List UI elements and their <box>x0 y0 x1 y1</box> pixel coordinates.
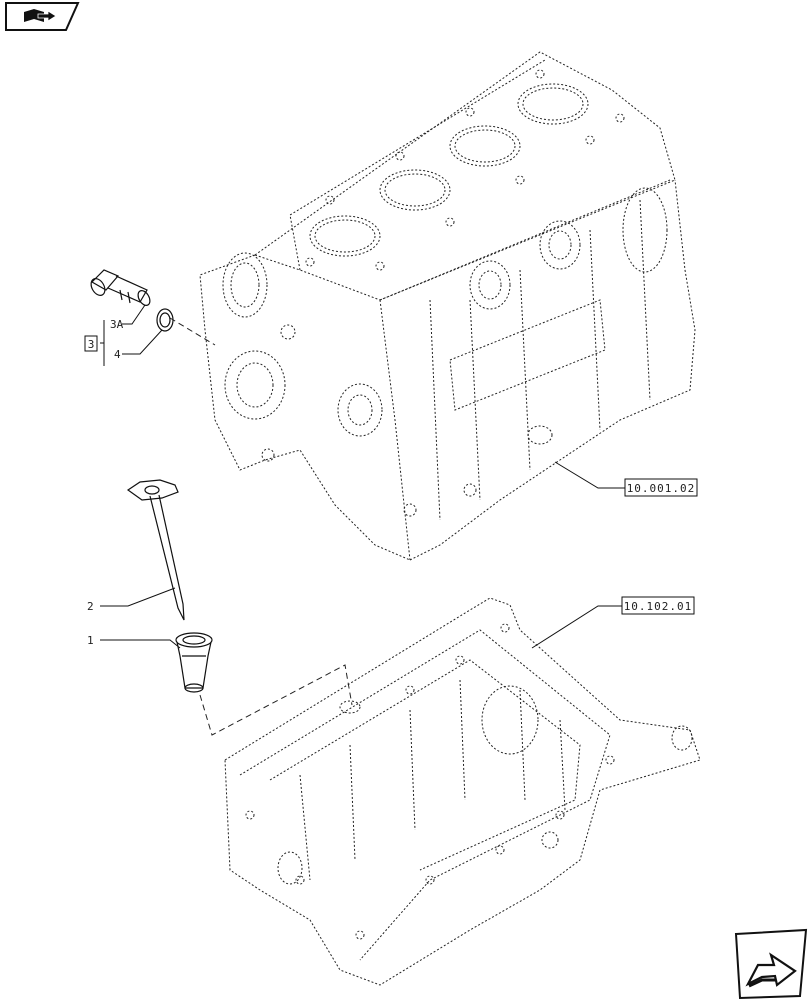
sealing-washer-part <box>156 308 174 332</box>
assembly-line-tube <box>199 664 353 736</box>
ref-oil-pan-box[interactable]: 10.102.01 <box>621 596 695 615</box>
ref-engine-block-box[interactable]: 10.001.02 <box>624 478 698 497</box>
callout-3a-label: 3A <box>110 318 124 331</box>
ref-engine-block-label: 10.001.02 <box>627 482 696 495</box>
ref-oil-pan-label: 10.102.01 <box>624 600 693 613</box>
dipstick-tube-part <box>175 632 213 693</box>
leader-item-1 <box>100 639 181 649</box>
banjo-bolt-part <box>90 269 151 306</box>
callout-3-box: 3 <box>84 335 98 352</box>
book-arrow-icon <box>24 9 57 22</box>
callout-3-label: 3 <box>88 338 95 351</box>
leader-item-4 <box>122 329 163 355</box>
bracket-item-3 <box>100 320 105 366</box>
assembly-line-bolt <box>169 317 216 346</box>
header-nav-button[interactable] <box>5 2 80 31</box>
oil-pan <box>224 597 701 986</box>
callout-2-label: 2 <box>87 600 94 613</box>
next-page-button[interactable] <box>734 928 808 1000</box>
engine-block <box>199 51 696 561</box>
callout-1-label: 1 <box>87 634 94 647</box>
next-page-arrow-icon <box>745 952 797 988</box>
leader-item-2 <box>100 587 176 607</box>
leader-ref-oil-pan <box>531 605 622 649</box>
leader-ref-engine-block <box>554 461 625 489</box>
dipstick-part <box>126 479 185 621</box>
leader-item-3a <box>122 304 146 325</box>
callout-4-label: 4 <box>114 348 121 361</box>
